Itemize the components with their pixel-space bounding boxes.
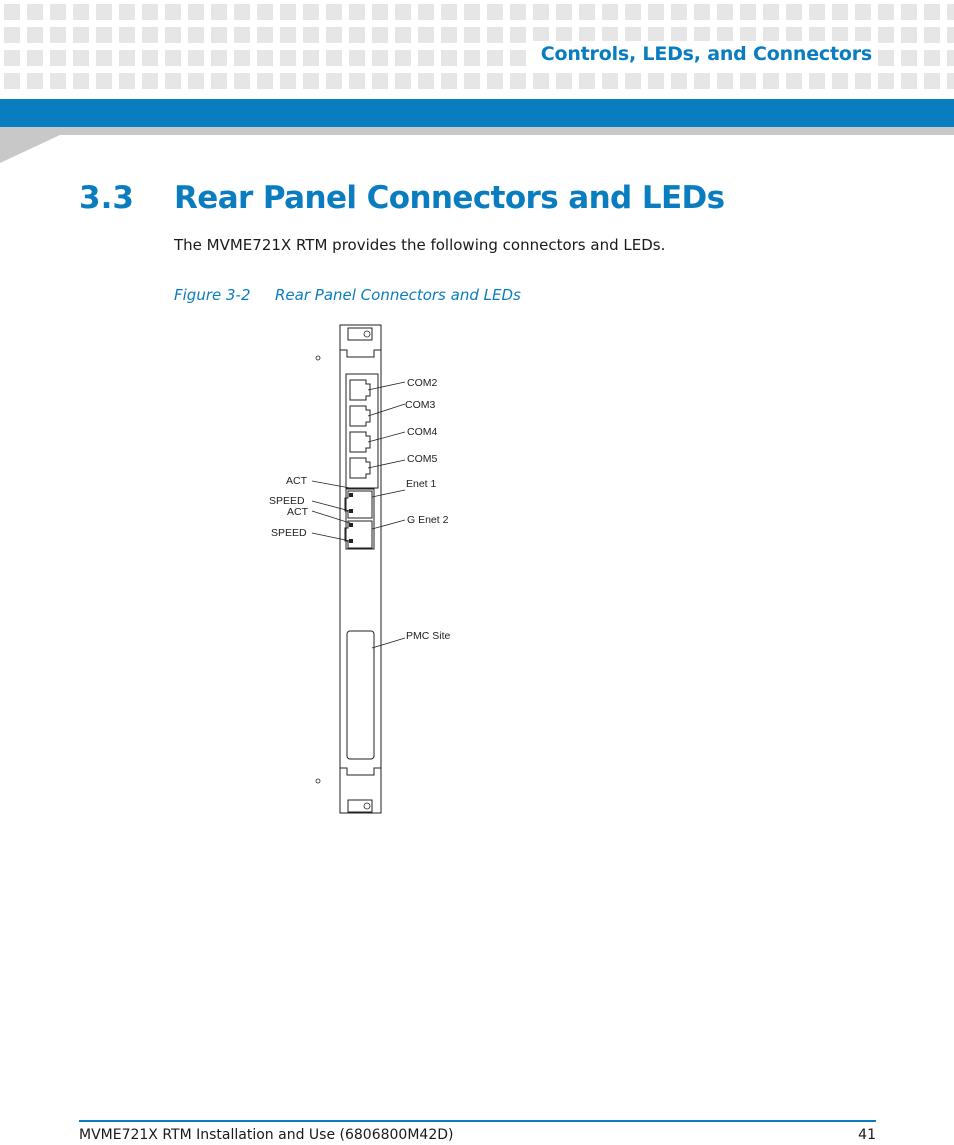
label-act-1: ACT: [286, 475, 308, 487]
footer-doc-title: MVME721X RTM Installation and Use (68068…: [79, 1127, 454, 1143]
header-gray-wedge: [0, 127, 954, 163]
speed-led-1: [349, 509, 353, 513]
pmc-site-opening: [346, 630, 375, 760]
genet2-connector: [344, 520, 373, 549]
label-act-2: ACT: [287, 506, 309, 518]
act-led-1: [349, 493, 353, 497]
label-com3: COM3: [405, 399, 435, 411]
figure-label: Figure 3-2: [174, 286, 251, 304]
label-com4: COM4: [407, 426, 437, 438]
top-screw-block: [347, 327, 373, 341]
label-com2: COM2: [407, 377, 437, 389]
label-enet1: Enet 1: [406, 478, 437, 490]
footer-rule: [79, 1120, 876, 1122]
label-pmc-site: PMC Site: [406, 630, 451, 642]
ethernet-frame: [345, 488, 375, 550]
section-number: 3.3: [79, 180, 134, 216]
label-com5: COM5: [407, 453, 437, 465]
enet1-connector: [344, 490, 373, 519]
header-blue-bar: [0, 99, 954, 127]
rear-panel-diagram: COM2 COM3 COM4 COM5 Enet 1 G Enet 2 ACT …: [269, 324, 451, 814]
com-connector-frame: [345, 373, 379, 489]
act-led-2: [349, 523, 353, 527]
figure-title: Rear Panel Connectors and LEDs: [275, 286, 521, 304]
intro-paragraph: The MVME721X RTM provides the following …: [174, 236, 666, 254]
panel-outline: [339, 324, 382, 814]
footer-page-number: 41: [858, 1127, 876, 1143]
section-title: Rear Panel Connectors and LEDs: [174, 180, 725, 216]
com3-connector: [349, 405, 371, 427]
com4-connector: [349, 431, 371, 453]
com5-connector: [349, 457, 371, 479]
label-speed-2: SPEED: [271, 527, 307, 539]
label-genet2: G Enet 2: [407, 514, 449, 526]
com2-connector: [349, 379, 371, 401]
bottom-screw-block: [347, 799, 373, 813]
running-head: Controls, LEDs, and Connectors: [526, 41, 872, 67]
label-speed-1: SPEED: [269, 495, 305, 507]
speed-led-2: [349, 539, 353, 543]
